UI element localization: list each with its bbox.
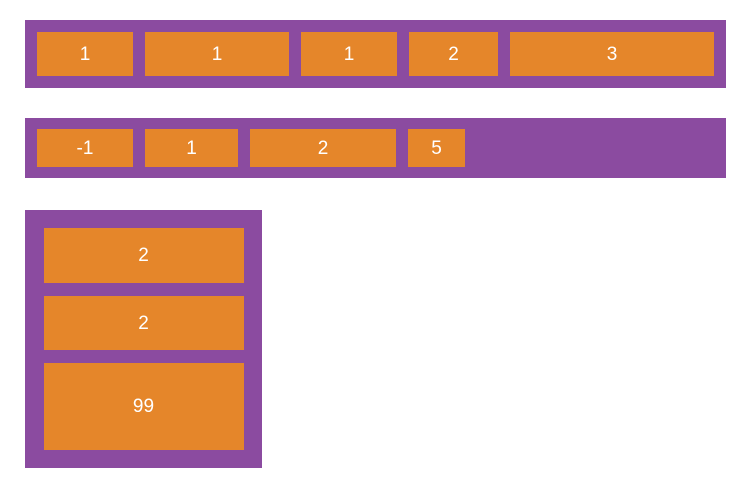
- array-cell[interactable]: 5: [408, 129, 465, 167]
- array-cell[interactable]: 1: [145, 32, 289, 76]
- array-cell[interactable]: 1: [301, 32, 397, 76]
- array-column-one: 2 2 99: [25, 210, 262, 468]
- array-cell[interactable]: 1: [37, 32, 133, 76]
- array-cell[interactable]: 2: [43, 295, 244, 351]
- array-cell[interactable]: 2: [409, 32, 498, 76]
- array-cell[interactable]: 3: [510, 32, 714, 76]
- array-cell[interactable]: 2: [43, 228, 244, 283]
- array-cell[interactable]: 1: [145, 129, 238, 167]
- array-cell[interactable]: 2: [250, 129, 396, 167]
- array-cell[interactable]: -1: [37, 129, 133, 167]
- array-cell[interactable]: 99: [43, 363, 244, 450]
